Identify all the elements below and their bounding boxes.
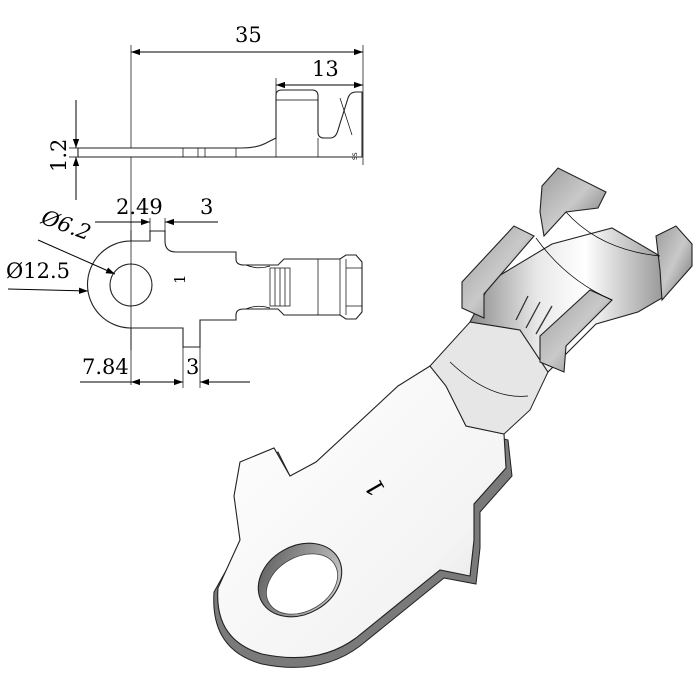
dim-thickness-label: 1.2 xyxy=(47,139,71,172)
top-view-marking: 1 xyxy=(171,274,189,284)
dim-center-to-tab: 7.84 xyxy=(80,347,201,388)
dim-overall-length-label: 35 xyxy=(235,23,262,47)
dim-tab-width-top: 3 xyxy=(165,195,218,226)
side-view: SS xyxy=(69,45,364,385)
dim-overall-length: 35 xyxy=(131,23,363,56)
isometric-view: 1 xyxy=(213,167,693,668)
dim-inner-diameter-label: Ø6.2 xyxy=(37,205,94,245)
dim-barrel-length: 13 xyxy=(276,57,363,89)
dim-outer-diameter-label: Ø12.5 xyxy=(6,259,70,283)
dim-thickness: 1.2 xyxy=(47,100,80,200)
dim-barrel-length-label: 13 xyxy=(312,57,339,81)
dim-tab-width-bottom-label: 3 xyxy=(186,355,199,379)
dim-outer-diameter: Ø12.5 xyxy=(6,259,89,294)
dim-tab-width-bottom: 3 xyxy=(186,355,250,386)
dim-tab-offset: 2.49 xyxy=(95,195,166,232)
top-view: 1 xyxy=(87,230,363,350)
dim-tab-width-top-label: 3 xyxy=(200,195,213,219)
dim-tab-offset-label: 2.49 xyxy=(116,195,163,219)
dim-center-to-tab-label: 7.84 xyxy=(82,355,129,379)
side-view-marking: SS xyxy=(352,152,359,160)
